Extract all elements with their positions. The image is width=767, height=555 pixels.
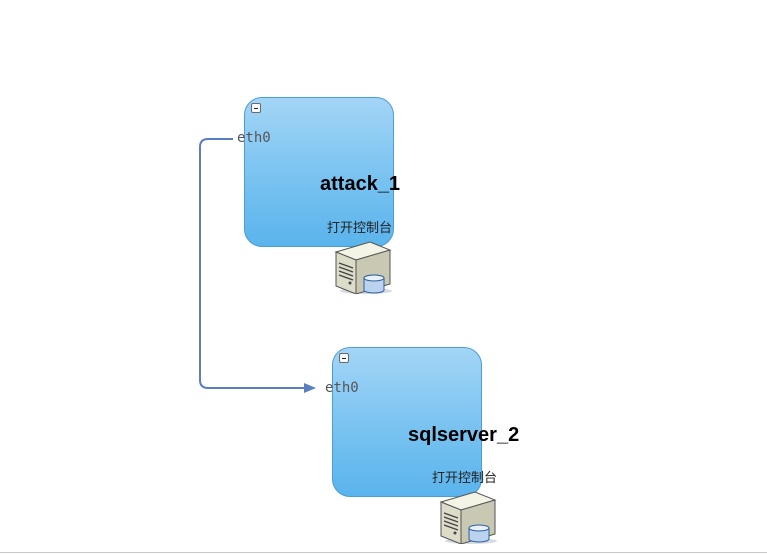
collapse-minus-icon[interactable]	[339, 353, 349, 363]
bottom-divider	[0, 552, 767, 553]
node-sqlserver-2[interactable]	[332, 347, 482, 497]
server-with-database-icon[interactable]	[334, 236, 394, 294]
node-attack-1[interactable]	[244, 97, 394, 247]
node-title: sqlserver_2	[408, 424, 520, 446]
open-console-link[interactable]: 打开控制台	[327, 220, 393, 235]
node-title: attack_1	[320, 173, 401, 195]
collapse-minus-icon[interactable]	[251, 103, 261, 113]
open-console-link[interactable]: 打开控制台	[432, 470, 498, 485]
server-with-database-icon[interactable]	[439, 486, 499, 544]
port-label-eth0[interactable]: eth0	[237, 130, 271, 146]
port-label-eth0[interactable]: eth0	[325, 380, 359, 396]
link-path	[199, 138, 316, 393]
